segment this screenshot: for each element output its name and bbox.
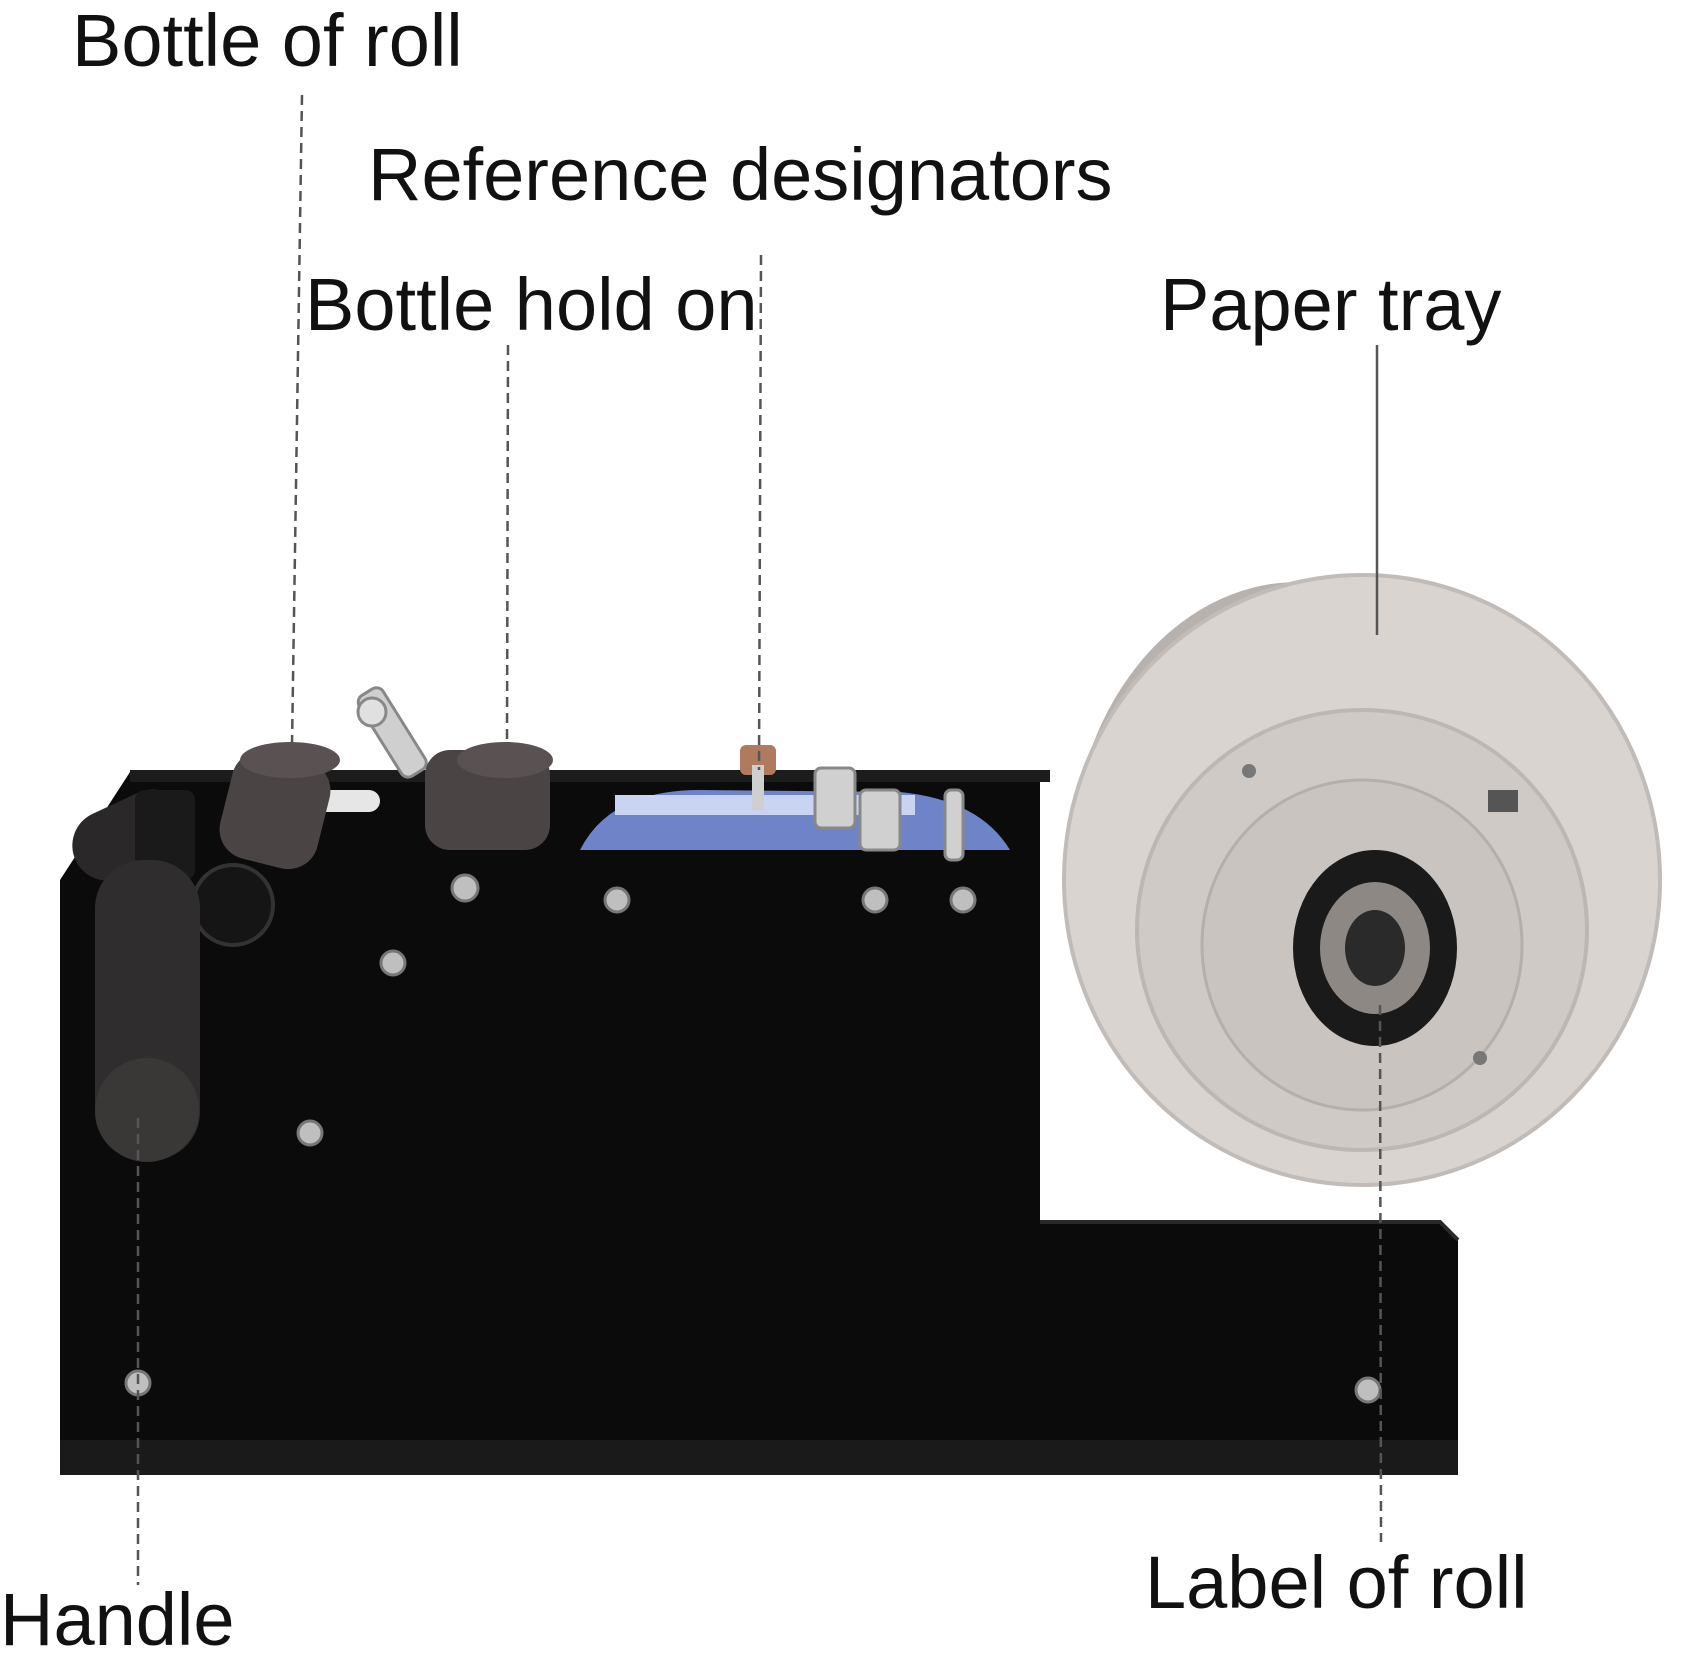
- paper-tray: [1062, 573, 1662, 1187]
- bottle-hold-on-bolt: [356, 686, 428, 779]
- label-label-of-roll: Label of roll: [1145, 1541, 1528, 1624]
- label-bottle-hold-on: Bottle hold on: [305, 263, 758, 346]
- side-knob: [191, 863, 275, 947]
- leader-line-bottle-hold-on: [505, 344, 510, 746]
- leader-line-label-of-roll: [1378, 1004, 1383, 1543]
- bottle-hold-on-roller: [425, 742, 553, 850]
- leader-lines: [136, 94, 1383, 1585]
- screw: [603, 886, 631, 914]
- leader-line-bottle-of-roll: [290, 94, 304, 746]
- screw: [379, 949, 407, 977]
- screw: [861, 886, 889, 914]
- screw: [296, 1119, 324, 1147]
- label-paper-tray: Paper tray: [1160, 263, 1502, 346]
- screw: [1354, 1376, 1382, 1404]
- label-bottle-of-roll: Bottle of roll: [72, 0, 463, 82]
- label-handle: Handle: [0, 1578, 235, 1661]
- screw: [450, 873, 480, 903]
- guide-clamps: [813, 766, 965, 862]
- bottle-of-roll-roller: [219, 742, 340, 870]
- leader-line-reference-designators: [757, 254, 763, 771]
- handle: [72, 789, 200, 1162]
- label-reference-designators: Reference designators: [368, 133, 1113, 216]
- screw: [949, 886, 977, 914]
